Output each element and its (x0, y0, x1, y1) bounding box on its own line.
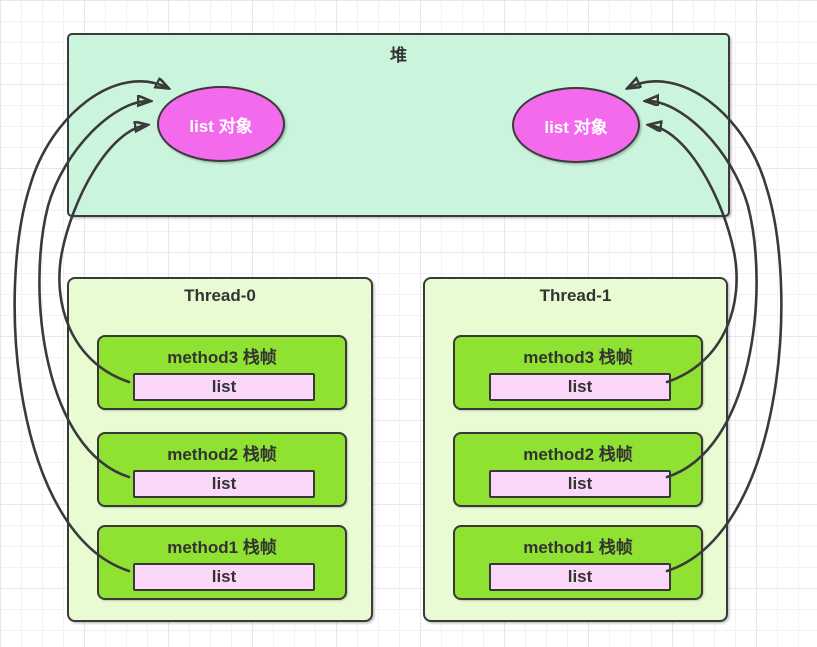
variable-box: list (133, 563, 315, 591)
thread-0-box: Thread-0 method3 栈帧 list method2 栈帧 list… (67, 277, 373, 622)
thread-1-stack-frame-method1: method1 栈帧 list (453, 525, 703, 600)
variable-box: list (133, 470, 315, 498)
stack-frame-label: method3 栈帧 (523, 348, 633, 367)
stack-frame-label: method1 栈帧 (523, 538, 633, 557)
variable-box: list (489, 470, 671, 498)
stack-frame-label: method1 栈帧 (167, 538, 277, 557)
variable-box: list (489, 373, 671, 401)
heap-object-left-label: list 对象 (189, 116, 253, 136)
heap-object-right-ellipse: list 对象 (512, 87, 640, 163)
variable-label: list (567, 377, 593, 396)
variable-label: list (211, 567, 237, 586)
variable-box: list (489, 563, 671, 591)
thread-1-stack-frame-method2: method2 栈帧 list (453, 432, 703, 507)
variable-label: list (567, 567, 593, 586)
stack-frame-label: method2 栈帧 (523, 445, 633, 464)
thread-1-title: Thread-1 (539, 286, 612, 305)
variable-label: list (211, 474, 237, 493)
thread-0-title: Thread-0 (184, 286, 256, 305)
thread-0-stack-frame-method3: method3 栈帧 list (97, 335, 347, 410)
heap-object-left-ellipse: list 对象 (157, 86, 285, 162)
thread-0-stack-frame-method1: method1 栈帧 list (97, 525, 347, 600)
variable-box: list (133, 373, 315, 401)
variable-label: list (567, 474, 593, 493)
thread-1-box: Thread-1 method3 栈帧 list method2 栈帧 list… (423, 277, 728, 622)
stack-frame-label: method3 栈帧 (167, 348, 277, 367)
heap-title: 堆 (390, 46, 407, 65)
heap-object-right-label: list 对象 (544, 117, 608, 137)
variable-label: list (211, 377, 237, 396)
thread-1-stack-frame-method3: method3 栈帧 list (453, 335, 703, 410)
thread-0-stack-frame-method2: method2 栈帧 list (97, 432, 347, 507)
stack-frame-label: method2 栈帧 (167, 445, 277, 464)
